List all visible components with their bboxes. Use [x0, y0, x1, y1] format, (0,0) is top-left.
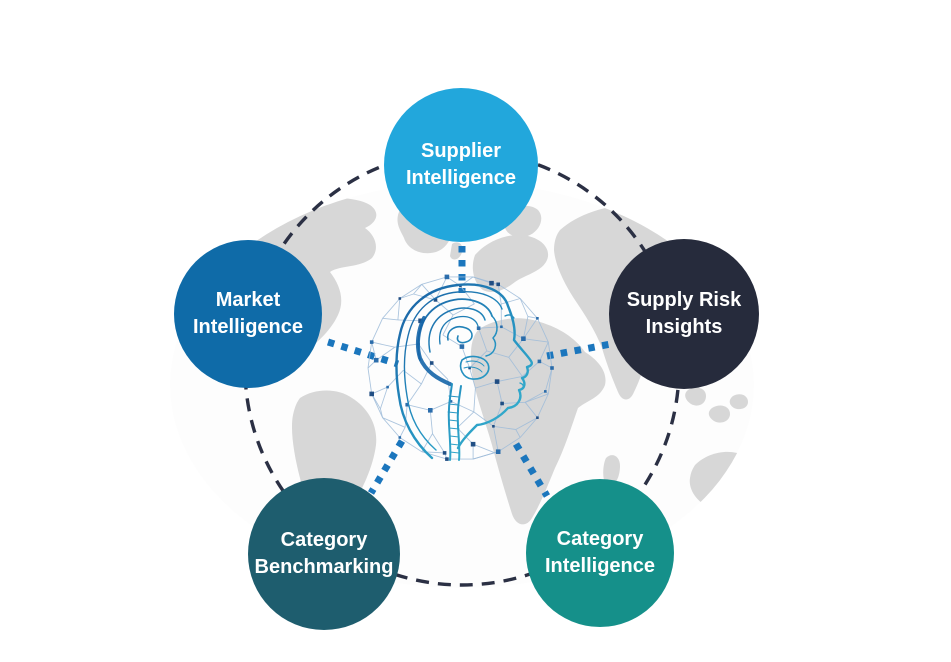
node-label: Intelligence	[544, 555, 656, 577]
node-supply-risk-insights: Supply Risk Insights	[609, 239, 759, 389]
node-label: Category	[280, 529, 368, 551]
node-category-benchmarking: Category Benchmarking	[248, 478, 400, 630]
node-category-intelligence: Category Intelligence	[526, 479, 674, 627]
connector-lines	[326, 246, 612, 498]
node-market-intelligence: Market Intelligence	[174, 240, 322, 388]
connector-category-intelligence	[512, 442, 551, 498]
node-label: Category	[556, 528, 644, 550]
connector-market	[326, 338, 400, 368]
network-sphere-mesh	[367, 274, 554, 461]
node-label: Supplier	[420, 140, 501, 162]
node-label: Intelligence	[405, 167, 517, 189]
connector-benchmarking	[367, 439, 406, 495]
node-supplier-intelligence: Supplier Intelligence	[384, 88, 538, 242]
node-label: Intelligence	[192, 316, 304, 338]
brain-network-sphere-icon	[395, 283, 533, 461]
node-label: Benchmarking	[254, 556, 394, 578]
node-label: Market	[215, 289, 281, 311]
node-label: Insights	[645, 316, 723, 338]
connector-risk	[546, 340, 612, 360]
node-label: Supply Risk	[626, 289, 742, 311]
